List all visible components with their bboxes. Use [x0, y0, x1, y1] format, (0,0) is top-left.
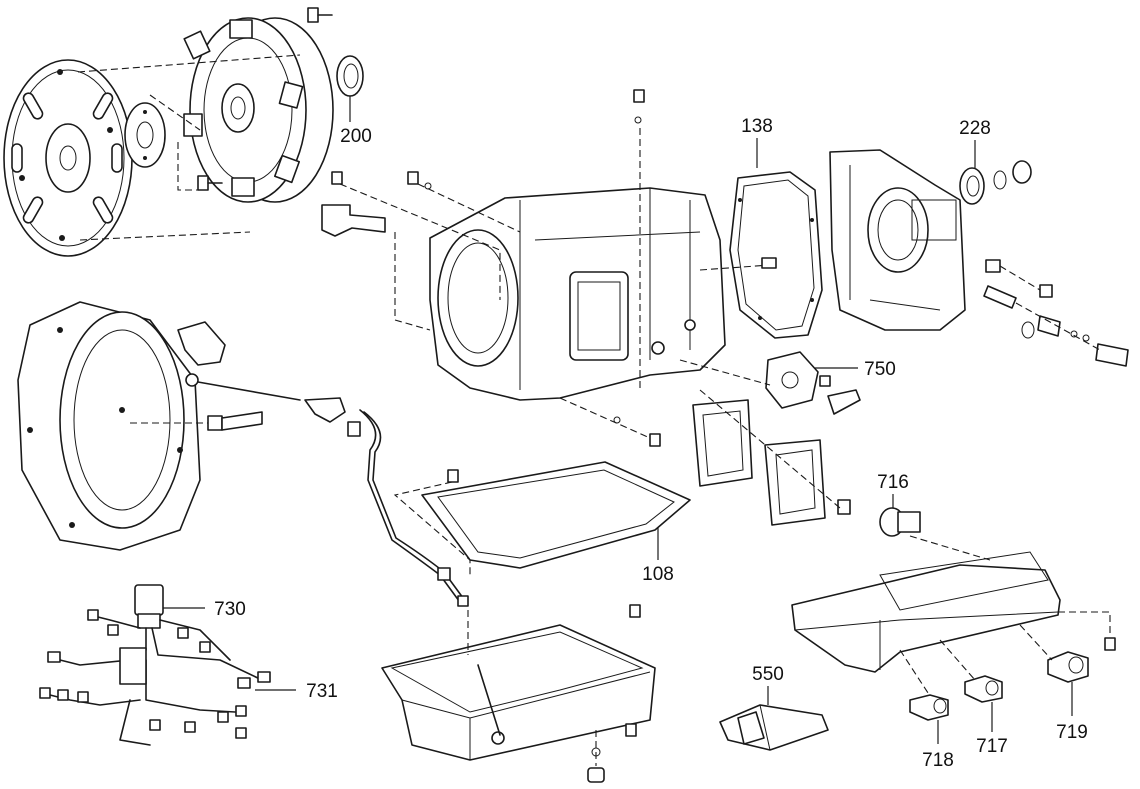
extension-housing: [829, 149, 966, 331]
torque-converter: [183, 17, 334, 203]
cover-bolt: [837, 499, 851, 515]
bell-housing-bracket: [177, 321, 226, 366]
dowel-pin: [761, 257, 777, 269]
callout-108: 108: [642, 564, 674, 585]
callout-716: 716: [877, 472, 909, 493]
valve-body: [791, 551, 1061, 673]
case-bolts: [331, 89, 661, 447]
valve-body-bolt: [1104, 637, 1116, 651]
oil-pan-gasket-108: [421, 461, 691, 569]
bell-housing-bolt: [207, 411, 263, 431]
callout-730: 730: [214, 599, 246, 620]
solenoid-717: [964, 675, 1003, 703]
oil-strainer-550: [719, 704, 829, 751]
callout-200: 200: [340, 126, 372, 147]
callout-731: 731: [306, 681, 338, 702]
case-bracket: [321, 204, 386, 237]
callout-138: 138: [741, 116, 773, 137]
callout-550: 550: [752, 664, 784, 685]
solenoid-716: [879, 507, 921, 537]
callout-719: 719: [1056, 722, 1088, 743]
rear-oil-seal-228: [959, 160, 1032, 205]
valve-body-cover-gasket-b: [764, 439, 826, 526]
spacer-plate: [124, 102, 166, 168]
drive-plate: [3, 59, 133, 257]
speed-sensor-parts: [983, 259, 1129, 367]
solenoid-718: [909, 694, 949, 721]
callout-228: 228: [959, 118, 991, 139]
wire-harness: [39, 584, 271, 746]
converter-bolt-top: [307, 7, 333, 23]
callout-717: 717: [976, 736, 1008, 757]
converter-bolt-bottom: [197, 175, 223, 191]
solenoid-719: [1047, 651, 1089, 683]
oil-filler-tube: [185, 373, 469, 607]
callout-718: 718: [922, 750, 954, 771]
neutral-start-switch-750: [765, 351, 861, 415]
pan-gasket-bolt: [447, 469, 459, 483]
transmission-case: [429, 187, 726, 401]
bell-housing: [17, 301, 201, 551]
valve-body-cover-gasket-a: [692, 399, 753, 487]
oil-pan: [381, 624, 656, 761]
oil-pan-bolt: [625, 723, 637, 737]
oil-pan-clip: [629, 604, 641, 618]
oil-seal-200: [336, 55, 364, 97]
callout-750: 750: [864, 359, 896, 380]
rear-case-gasket-138: [729, 171, 823, 339]
